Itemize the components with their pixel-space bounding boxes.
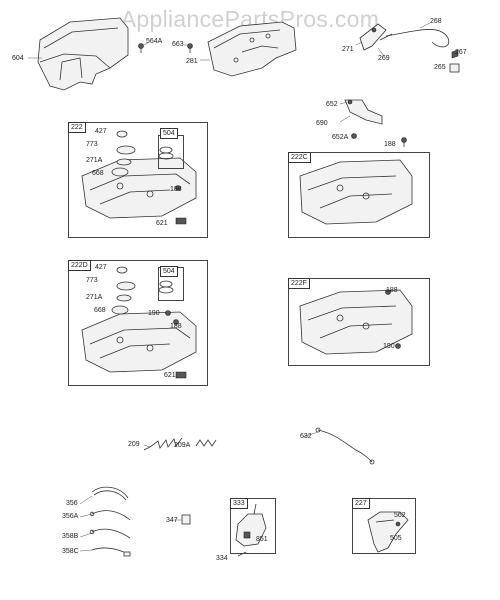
part-label: 621 [156,220,168,227]
part-label: 347 [166,517,178,524]
part-label: 267 [455,49,467,56]
part-label: 269 [378,55,390,62]
part-label: 427 [95,128,107,135]
panel-222 [68,122,208,238]
part-label: 427 [95,264,107,271]
part-564A-screw [138,43,144,53]
part-334-screw [237,551,247,557]
part-652A-nut [351,133,357,139]
label-222C: 222C [288,152,311,163]
part-label: 190 [383,343,395,350]
panel-222C-drawing [299,159,413,225]
panel-333 [230,498,276,554]
part-label: 773 [86,141,98,148]
label-504-a: 504 [160,128,178,139]
part-label: 632 [300,433,312,440]
part-label: 188 [170,323,182,330]
panel-222C [288,152,430,238]
label-222F: 222F [288,278,310,289]
part-label: 271A [86,294,103,301]
inset-504-a [158,135,184,169]
part-label: 773 [86,277,98,284]
label-504-b: 504 [160,266,178,277]
part-label: 690 [316,120,328,127]
panel-333-drawing [235,503,267,547]
part-268-cable [379,29,450,48]
part-label: 281 [186,58,198,65]
part-267-clip [451,49,459,59]
part-label: 604 [12,55,24,62]
part-label: 663 [172,41,184,48]
part-label: 652 [326,101,338,108]
part-358C-wire [91,547,131,557]
label-227: 227 [352,498,370,509]
part-632-link [315,427,375,465]
part-604-blower-housing [37,17,129,91]
part-label: 209 [128,441,140,448]
part-label: 562 [394,512,406,519]
part-356-harness [91,486,129,501]
panel-227-drawing [367,511,409,553]
panel-222D [68,260,208,386]
panel-222F-drawing [299,289,413,355]
part-690-lever [344,99,383,125]
part-label: 188 [170,186,182,193]
part-663-screw [187,43,193,53]
part-358B-wire [89,528,131,539]
part-label: 668 [92,170,104,177]
part-209A-spring [195,439,217,447]
panel-222F [288,278,430,366]
part-281-bracket [207,21,297,77]
part-label: 564A [146,38,163,45]
part-label: 334 [216,555,228,562]
part-label: 652A [332,134,349,141]
part-209-spring [143,437,183,451]
part-label: 271 [342,46,354,53]
part-label: 209A [174,442,191,449]
part-347-connector [181,514,191,525]
leader-lines [28,22,431,552]
label-333: 333 [230,498,248,509]
part-265-clamp [449,63,460,73]
part-label: 358C [62,548,79,555]
panel-227 [352,498,416,554]
part-label: 621 [164,372,176,379]
part-label: 356 [66,500,78,507]
part-label: 188 [386,287,398,294]
label-222: 222 [68,122,86,133]
part-label: 271A [86,157,103,164]
label-222D: 222D [68,260,91,271]
part-label: 668 [94,307,106,314]
panel-222-drawing [81,130,197,225]
panel-222D-drawing [81,266,197,379]
part-label: 188 [384,141,396,148]
part-label: 851 [256,536,268,543]
part-188-bolt-top [401,137,407,147]
part-label: 505 [390,535,402,542]
part-label: 190 [148,310,160,317]
part-label: 358B [62,533,79,540]
part-271-lever [359,23,387,51]
part-label: 268 [430,18,442,25]
part-label: 356A [62,513,79,520]
part-356A-harness [89,510,131,521]
part-label: 265 [434,64,446,71]
